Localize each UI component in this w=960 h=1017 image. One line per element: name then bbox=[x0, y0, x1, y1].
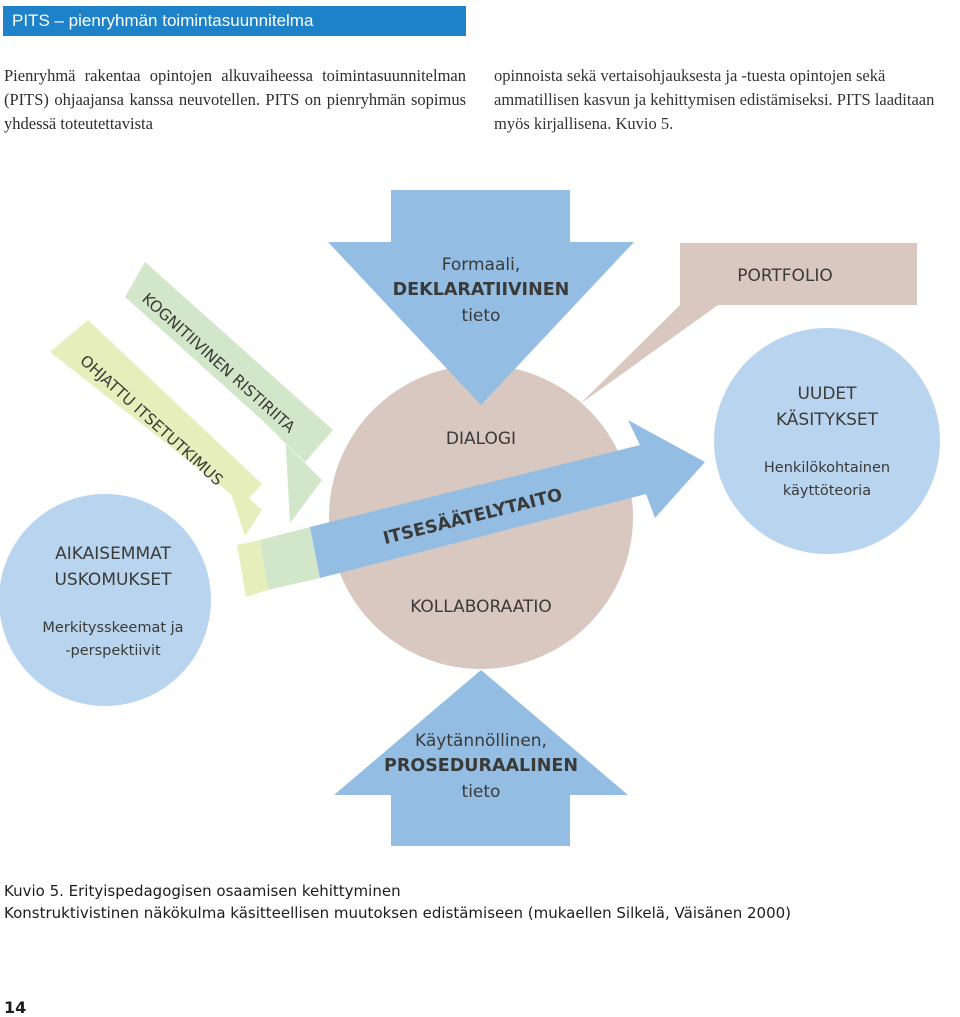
dialogi-label: DIALOGI bbox=[446, 429, 516, 449]
band-ohjattu-tail bbox=[230, 484, 262, 536]
portfolio-label: PORTFOLIO bbox=[737, 266, 833, 286]
band-inner-label: OHJATTU ITSETUTKIMUS bbox=[76, 352, 226, 490]
top-arrow-line3: tieto bbox=[462, 306, 501, 326]
left-circle-line1: AIKAISEMMAT bbox=[55, 544, 171, 564]
band-ohjattu bbox=[50, 320, 262, 505]
caption-subtitle: Konstruktivistinen näkökulma käsitteelli… bbox=[4, 904, 792, 922]
strip-green bbox=[260, 527, 320, 590]
band-kognitiivinen bbox=[125, 262, 333, 462]
diagonal-arrow bbox=[310, 420, 705, 578]
right-circle-line3: Henkilökohtainen bbox=[764, 460, 890, 476]
top-arrow-line1: Formaali, bbox=[442, 255, 521, 275]
page-number: 14 bbox=[4, 998, 27, 1017]
kollaboraatio-label: KOLLABORAATIO bbox=[410, 597, 552, 617]
portfolio-callout bbox=[580, 243, 917, 404]
section-header: PITS – pienryhmän toimintasuunnitelma bbox=[3, 6, 466, 36]
top-arrow-line2: DEKLARATIIVINEN bbox=[393, 280, 570, 300]
intro-paragraph-left: Pienryhmä rakentaa opintojen alkuvaihees… bbox=[4, 66, 466, 133]
right-circle-line1: UUDET bbox=[797, 384, 857, 404]
bottom-arrow-line3: tieto bbox=[462, 782, 501, 802]
bottom-arrow-line2: PROSEDURAALINEN bbox=[384, 756, 578, 776]
figure-caption: Kuvio 5. Erityispedagogisen osaamisen ke… bbox=[4, 880, 791, 924]
caption-title: Kuvio 5. Erityispedagogisen osaamisen ke… bbox=[4, 882, 401, 900]
left-circle-line3: Merkitysskeemat ja bbox=[42, 620, 183, 636]
band-kognitiivinen-tail bbox=[280, 430, 322, 523]
right-circle-line2: KÄSITYKSET bbox=[776, 409, 879, 430]
bottom-arrow-line1: Käytännöllinen, bbox=[415, 731, 547, 751]
concept-diagram: Formaali, DEKLARATIIVINEN tieto PORTFOLI… bbox=[0, 190, 940, 846]
left-circle-line2: USKOMUKSET bbox=[54, 570, 172, 590]
right-circle-line4: käyttöteoria bbox=[783, 483, 871, 499]
strip-yellow bbox=[237, 540, 268, 597]
left-circle bbox=[0, 494, 211, 706]
bottom-arrow bbox=[334, 670, 628, 846]
top-arrow bbox=[328, 190, 634, 405]
intro-paragraph-right: opinnoista sekä vertaisohjauksesta ja -t… bbox=[494, 66, 935, 133]
right-circle bbox=[714, 328, 940, 554]
left-circle-line4: -perspektiivit bbox=[65, 643, 161, 659]
